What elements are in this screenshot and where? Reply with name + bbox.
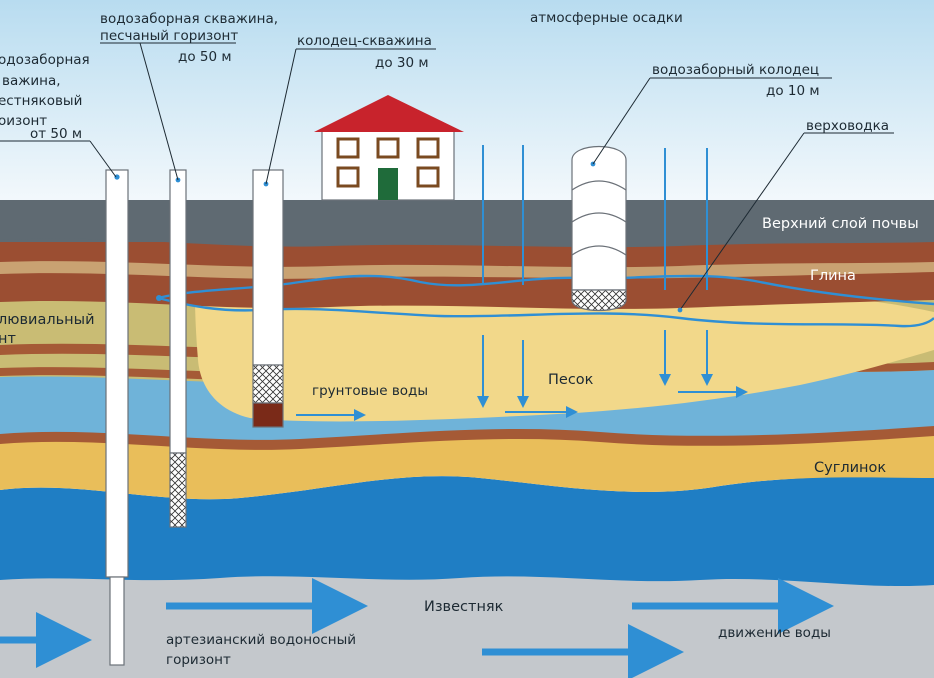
label-well-shaft: колодец-скважина: [297, 33, 432, 49]
artesian-flow-arrows: [0, 578, 834, 678]
label-well-limestone-line-2: важина,: [2, 73, 61, 89]
sand-lens: [195, 282, 934, 422]
label-well-sand-line-2: песчаный горизонт: [100, 28, 238, 44]
house: [314, 95, 464, 201]
infiltration-arrows: [477, 330, 713, 408]
sky: [0, 0, 934, 205]
label-precipitation: атмосферные осадки: [530, 10, 683, 26]
topsoil-layer: [0, 200, 934, 242]
label-alluvial-line-1: лювиальный: [0, 312, 95, 328]
groundwater-flow-arrows: [296, 386, 748, 421]
label-well-dug-depth: до 10 м: [766, 83, 820, 99]
clay-light-stripe: [0, 261, 934, 279]
well-limestone: [105, 169, 129, 666]
label-well-limestone-line-1: одозаборная: [0, 52, 90, 68]
label-well-limestone-depth: от 50 м: [30, 126, 82, 142]
perched-water-line: [157, 274, 934, 306]
label-water-flow: движение воды: [718, 625, 831, 641]
label-well-sand-line-1: водозаборная скважина,: [100, 11, 278, 27]
label-clay: Глина: [810, 268, 856, 284]
label-groundwater: грунтовые воды: [312, 383, 428, 399]
label-artesian-line-2: горизонт: [166, 652, 231, 668]
label-well-limestone-line-4: оизонт: [0, 113, 47, 129]
well-shaft: [252, 169, 284, 428]
label-limestone: Известняк: [424, 599, 504, 615]
precipitation-lines: [482, 145, 708, 290]
leader-lines: [0, 42, 894, 311]
label-sand: Песок: [548, 372, 594, 388]
label-perched-water: верховодка: [806, 118, 889, 134]
label-alluvial-line-2: нт: [0, 331, 16, 347]
label-well-dug: водозаборный колодец: [652, 62, 819, 78]
well-sand: [169, 169, 187, 528]
label-loam: Суглинок: [814, 460, 886, 476]
well-dug: [571, 145, 627, 312]
label-well-sand-depth: до 50 м: [178, 49, 232, 65]
loam-brown-stripe: [0, 424, 934, 450]
label-artesian-line-1: артезианский водоносный: [166, 632, 356, 648]
label-well-limestone-line-3: естняковый: [0, 93, 82, 109]
label-well-shaft-depth: до 30 м: [375, 55, 429, 71]
label-topsoil: Верхний слой почвы: [762, 216, 919, 232]
artesian-aquifer-layer: [0, 472, 934, 587]
